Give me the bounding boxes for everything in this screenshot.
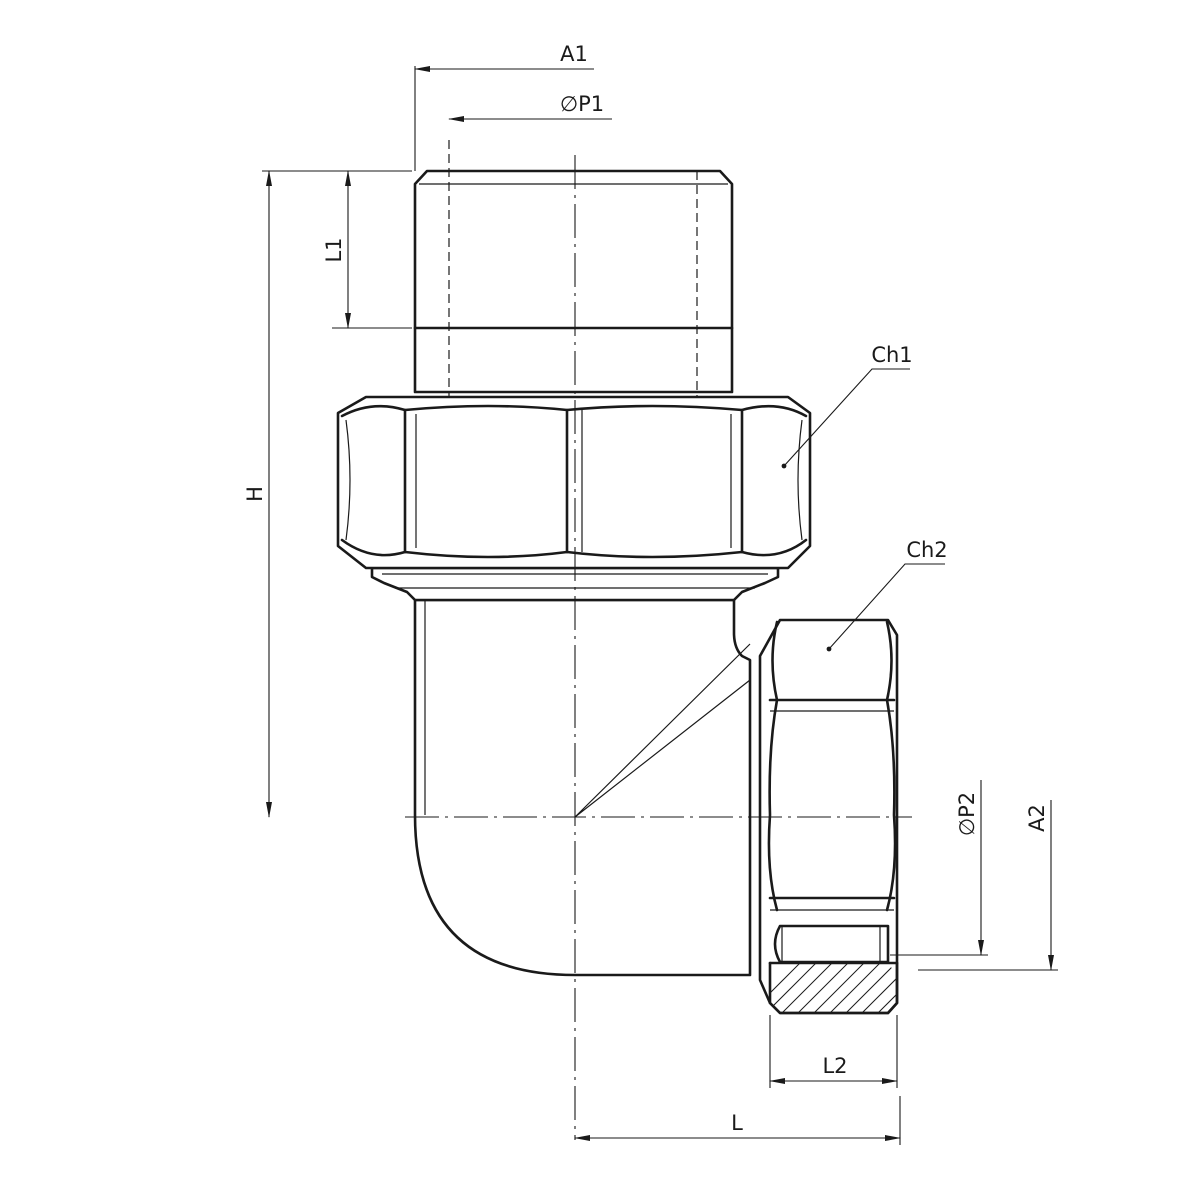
- male-threaded-end: [413, 140, 734, 505]
- label-l: L: [731, 1111, 743, 1135]
- hex-nut-ch1: [336, 395, 812, 570]
- centerlines: [405, 155, 912, 1140]
- label-ch1: Ch1: [871, 343, 912, 367]
- label-ch2: Ch2: [906, 538, 947, 562]
- label-p2: ∅P2: [955, 792, 979, 836]
- dimension-p1: ∅P1: [448, 92, 612, 122]
- dimension-l1: L1: [322, 170, 412, 329]
- dimension-p2: ∅P2: [890, 780, 988, 956]
- dimension-a2: A2: [918, 800, 1058, 971]
- label-a1: A1: [560, 42, 588, 66]
- label-h: H: [243, 486, 267, 502]
- leader-ch2: Ch2: [826, 538, 948, 652]
- section-hatching: [770, 963, 897, 1013]
- elbow-body: [413, 598, 752, 977]
- dimension-l2: L2: [769, 1015, 898, 1088]
- label-p1: ∅P1: [560, 92, 604, 116]
- label-a2: A2: [1025, 804, 1049, 832]
- section-cut-lines: [574, 643, 751, 818]
- dimension-a1: A1: [414, 42, 594, 171]
- dimension-h: H: [243, 170, 412, 818]
- label-l2: L2: [822, 1054, 847, 1078]
- leader-ch1: Ch1: [781, 343, 913, 469]
- dimension-l: L: [574, 1096, 901, 1145]
- label-l1: L1: [322, 237, 346, 262]
